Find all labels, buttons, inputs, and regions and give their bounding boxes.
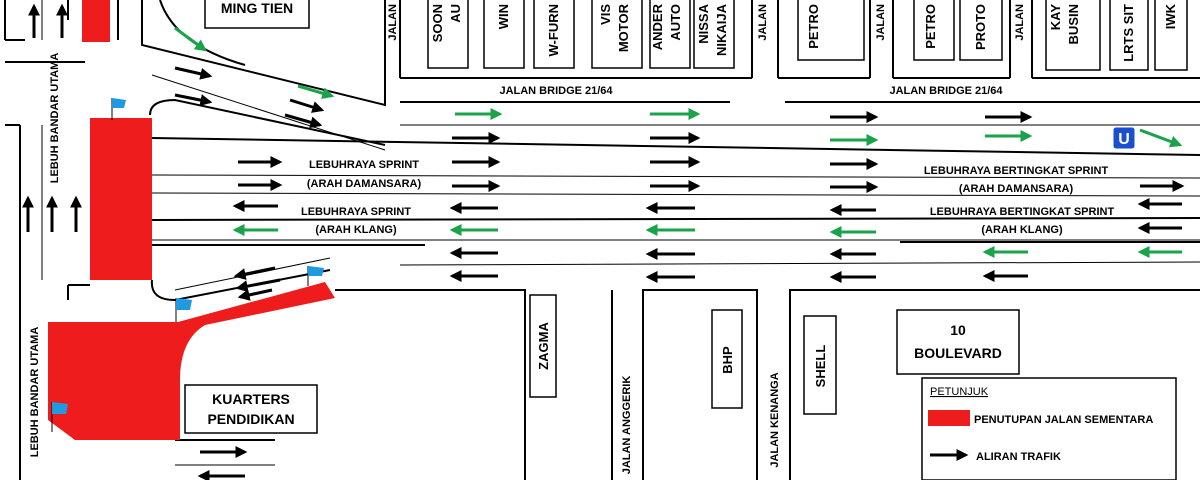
building-label: MOTOR	[616, 3, 631, 52]
road-label-jalan-bridge: JALAN BRIDGE 21/64	[499, 85, 613, 97]
building-label: PETRO	[923, 4, 938, 49]
traffic-arrow-icon	[289, 98, 325, 113]
building-label: PENDIDIKAN	[207, 411, 294, 427]
building-label: PROTO	[973, 4, 988, 50]
building-zagma	[529, 294, 557, 398]
traffic-arrow-icon	[235, 278, 281, 293]
building-iwk	[1154, 0, 1188, 71]
building-label: SHELL	[813, 345, 828, 388]
road-label-jalan: JALAN	[387, 4, 399, 41]
legend: PETUNJUK PENUTUPAN JALAN SEMENTARA ALIRA…	[921, 377, 1177, 480]
building-ming-tien	[204, 0, 310, 29]
flag-markers	[51, 98, 324, 432]
road-label-sprint-klang: (ARAH KLANG)	[315, 224, 397, 236]
building-lrts-sit	[1109, 0, 1149, 71]
building-label: LRTS SIT	[1121, 4, 1136, 62]
building-w-furn	[533, 0, 575, 69]
building-kuarters-pendidikan	[184, 384, 318, 434]
building-label: NIKAIJA	[714, 3, 729, 56]
flag-icon	[307, 266, 324, 286]
traffic-arrow-green-icon	[1139, 128, 1183, 148]
building-label: BOULEVARD	[914, 345, 1002, 361]
building-vis-motor	[591, 0, 643, 69]
road-label-jalan-kenanga: JALAN KENANGA	[769, 372, 781, 467]
legend-title: PETUNJUK	[930, 386, 989, 398]
road-label-sprint-klang: LEBUHRAYA SPRINT	[301, 206, 411, 218]
buildings: MING TIEN SOON AU WIN W-FURN VIS MOTOR A…	[184, 0, 1188, 434]
building-label: W-FURN	[546, 4, 561, 56]
flag-icon	[111, 98, 126, 120]
building-label: KAY	[1048, 4, 1063, 31]
road-label-jalan-anggerik: JALAN ANGGERIK	[621, 376, 633, 475]
temporary-closure-areas	[48, 0, 335, 440]
flag-icon	[51, 402, 68, 432]
u-turn-sign	[1112, 126, 1136, 150]
legend-traffic-label: ALIRAN TRAFIK	[976, 451, 1061, 463]
building-label: MING TIEN	[221, 0, 293, 16]
road-label-bertingkat-damansara: (ARAH DAMANSARA)	[959, 183, 1074, 195]
road-label-sprint-damansara: LEBUHRAYA SPRINT	[309, 159, 419, 171]
traffic-arrow-icon	[237, 288, 273, 301]
road-label-jalan: JALAN	[757, 4, 769, 41]
traffic-arrow-icon	[284, 113, 323, 129]
traffic-arrow-icon	[174, 66, 213, 80]
building-label: SOON	[430, 4, 445, 42]
building-soon-au	[427, 0, 469, 69]
building-label: IWK	[1163, 3, 1178, 29]
road-label-bertingkat-damansara: LEBUHRAYA BERTINGKAT SPRINT	[924, 165, 1109, 177]
road-label-lebuh-bandar-utama: LEBUH BANDAR UTAMA	[29, 327, 41, 458]
building-label: BUSIN	[1066, 4, 1081, 44]
legend-closure-label: PENUTUPAN JALAN SEMENTARA	[974, 414, 1153, 426]
road-label-jalan: JALAN	[875, 4, 887, 41]
traffic-arrow-icon	[174, 93, 213, 107]
building-label: NISSA	[696, 3, 711, 43]
building-bhp	[711, 309, 743, 409]
building-kay-busin	[1045, 0, 1101, 71]
traffic-arrow-icon	[233, 266, 276, 280]
building-label: 10	[950, 322, 966, 338]
legend-box	[921, 377, 1177, 480]
building-petro-1	[797, 0, 865, 61]
flag-icon	[175, 298, 192, 322]
road-label-bertingkat-klang: (ARAH KLANG)	[981, 224, 1063, 236]
road-label-lebuh-bandar-utama: LEBUH BANDAR UTAMA	[49, 53, 61, 184]
building-nissa-nikaija	[693, 0, 735, 69]
building-label: AU	[448, 4, 463, 23]
road-label-jalan-bridge: JALAN BRIDGE 21/64	[889, 85, 1003, 97]
building-petro-2	[913, 0, 955, 61]
u-turn-sign-label: U	[1118, 131, 1130, 148]
road-label-sprint-damansara: (ARAH DAMANSARA)	[307, 178, 422, 190]
traffic-arrow-green-icon	[174, 26, 207, 52]
traffic-arrows	[22, 3, 1185, 480]
building-label: AUTO	[668, 4, 683, 41]
building-shell	[803, 315, 837, 415]
legend-closure-swatch	[928, 410, 970, 426]
road-label-jalan: JALAN	[1014, 4, 1026, 41]
building-label: ZAGMA	[536, 322, 551, 370]
building-10-boulevard	[896, 309, 1020, 375]
building-label: KUARTERS	[212, 391, 290, 407]
building-label: PETRO	[806, 4, 821, 49]
building-label: BHP	[720, 346, 735, 374]
traffic-arrow-green-icon	[297, 84, 335, 100]
road-label-bertingkat-klang: LEBUHRAYA BERTINGKAT SPRINT	[930, 206, 1115, 218]
road-labels: JALAN BRIDGE 21/64 JALAN BRIDGE 21/64 LE…	[29, 4, 1114, 474]
building-label: ANDER	[650, 3, 665, 50]
building-proto	[959, 0, 1003, 61]
building-label: VIS	[598, 4, 613, 25]
building-ander-auto	[649, 0, 691, 69]
building-label: WIN	[496, 4, 511, 29]
building-win	[483, 0, 525, 69]
